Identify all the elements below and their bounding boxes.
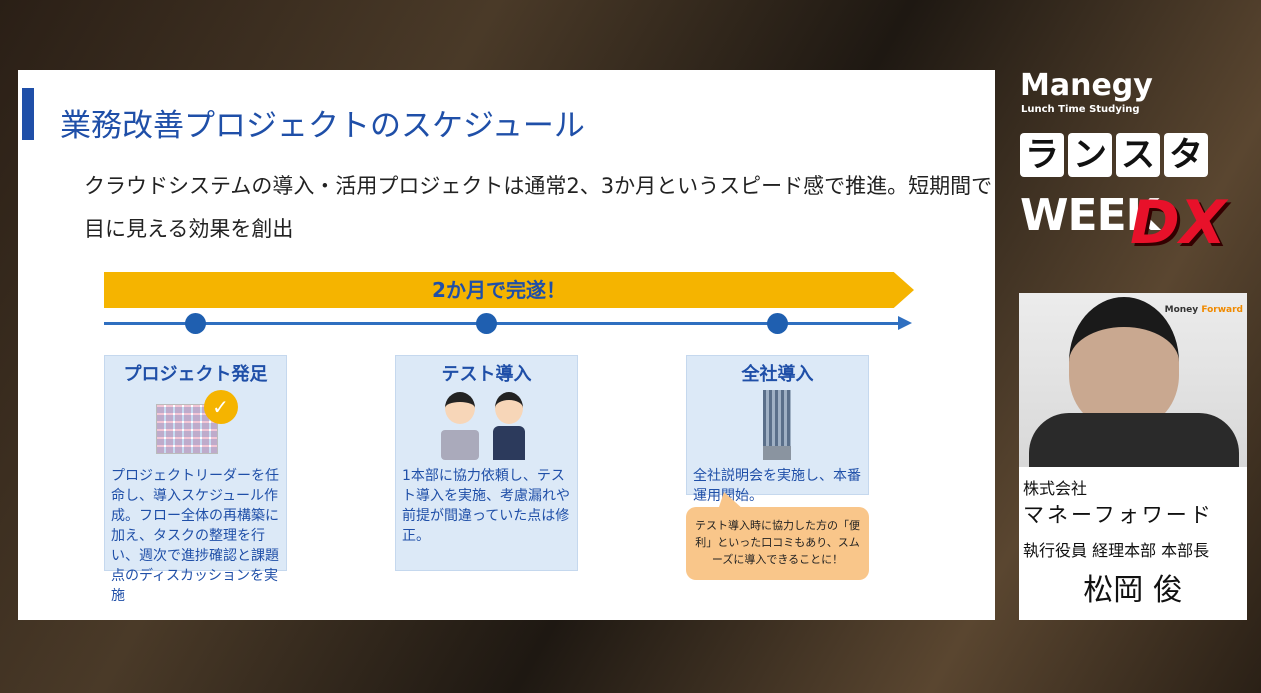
bubble-tail (718, 492, 744, 510)
money-forward-logo: Money Forward (1164, 305, 1243, 315)
dx-label: DX (1130, 188, 1227, 258)
speaker-video: Money Forward (1019, 293, 1247, 467)
timeline-dot (476, 313, 497, 334)
manegy-logo: Manegy (1020, 68, 1153, 103)
lead-text-1: クラウドシステムの導入・活用プロジェクトは通常2、3か月というスピード感で推進。… (84, 174, 993, 198)
calendar-check-icon: ✓ (146, 390, 246, 460)
title-accent-bar (22, 88, 34, 140)
building-icon (758, 390, 798, 460)
phase-title: テスト導入 (441, 364, 532, 385)
ransuta-char: タ (1164, 133, 1208, 177)
phase-card: プロジェクト発足 ✓ プロジェクトリーダーを任命し、導入スケジュール作成。フロー… (104, 355, 287, 604)
speaker-name: 松岡 俊 (1083, 573, 1183, 608)
speech-bubble: テスト導入時に協力した方の「便利」といった口コミもあり、スムーズに導入できること… (686, 507, 869, 580)
logo-tagline: Lunch Time Studying (1021, 104, 1140, 115)
ransuta-char: ン (1068, 133, 1112, 177)
timeline-line (104, 322, 904, 325)
timeline-dot (185, 313, 206, 334)
phase-description: 1本部に協力依頼し、テスト導入を実施、考慮漏れや前提が間違っていた点は修正。 (402, 468, 570, 544)
people-icon (437, 390, 537, 460)
speaker-card: 株式会社 マネーフォワード 執行役員 経理本部 本部長 松岡 俊 (1019, 467, 1247, 620)
timeline-dot (767, 313, 788, 334)
phase-description: プロジェクトリーダーを任命し、導入スケジュール作成。フロー全体の再構築に加え、タ… (111, 468, 279, 604)
week-label: WEEK (1020, 190, 1160, 241)
company-name: マネーフォワード (1023, 503, 1214, 527)
presentation-slide: 業務改善プロジェクトのスケジュール クラウドシステムの導入・活用プロジェクトは通… (18, 70, 995, 620)
phase-title: 全社導入 (741, 364, 814, 385)
duration-banner: 2か月で完遂！ (104, 272, 914, 308)
phase-card: テスト導入 1本部に協力依頼し、テスト導入を実施、考慮漏れや前提が間違っていた点… (395, 355, 578, 571)
lead-text-2: 目に見える効果を創出 (84, 217, 294, 241)
company-prefix: 株式会社 (1023, 479, 1088, 498)
ransuta-char: ス (1116, 133, 1160, 177)
slide-title: 業務改善プロジェクトのスケジュール (60, 108, 585, 144)
phase-title: プロジェクト発足 (123, 364, 268, 385)
banner-text: 2か月で完遂！ (432, 278, 566, 302)
ransuta-char: ラ (1020, 133, 1064, 177)
phase-card: 全社導入 全社説明会を実施し、本番運用開始。 (686, 355, 869, 504)
speaker-role: 執行役員 経理本部 本部長 (1023, 541, 1210, 560)
timeline-arrow-icon (898, 316, 912, 330)
